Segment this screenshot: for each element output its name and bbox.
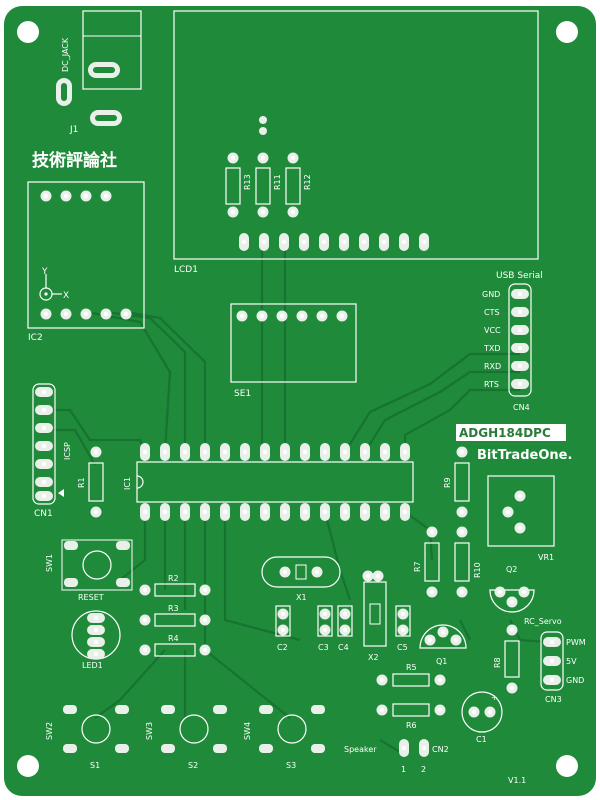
- usb-serial-header: USB Serial GND CTS VCC TXD RXD RTS CN4: [482, 271, 543, 412]
- usb-pin-rxd: RXD: [484, 362, 501, 371]
- q1-transistor: Q1: [419, 624, 467, 666]
- r7-label: R7: [413, 561, 422, 572]
- ic1-label: IC1: [123, 477, 132, 490]
- s1-label: S1: [90, 761, 100, 770]
- r5-label: R5: [406, 663, 417, 672]
- vr1-potentiometer: VR1: [487, 475, 555, 562]
- sw2-switch: SW2 S1: [45, 705, 129, 770]
- brand-name: BitTradeOne.: [477, 448, 572, 463]
- j1-label: J1: [69, 125, 78, 135]
- icsp-label: ICSP: [63, 442, 72, 460]
- cn2-label: CN2: [432, 745, 449, 754]
- r12-label: R12: [303, 174, 312, 190]
- r5-r6-resistors: R5 R6: [376, 663, 446, 730]
- speaker-label: Speaker: [344, 745, 377, 754]
- dc-jack-label: DC_JACK: [61, 37, 70, 72]
- maker-name: 技術評論社: [32, 150, 117, 171]
- sw1-label: SW1: [45, 554, 54, 572]
- q2-transistor: Q2: [489, 565, 535, 613]
- board-substrate: [4, 6, 596, 796]
- servo-pin-pwm: PWM: [566, 638, 586, 647]
- axis-y-label: Y: [41, 267, 48, 277]
- s3-label: S3: [286, 761, 296, 770]
- usb-pin-cts: CTS: [484, 308, 500, 317]
- r1-label: R1: [77, 477, 86, 488]
- usb-pin-vcc: VCC: [484, 326, 501, 335]
- ic1-footprint: IC1: [123, 443, 414, 521]
- r9-resistor: R9: [443, 446, 470, 518]
- usb-pin-gnd: GND: [482, 290, 500, 299]
- c4-label: C4: [338, 643, 349, 652]
- c2-label: C2: [277, 643, 288, 652]
- sw1-reset-switch: SW1 RESET: [45, 539, 133, 602]
- r10-label: R10: [473, 562, 482, 578]
- sw3-label: SW3: [145, 722, 154, 740]
- x1-label: X1: [296, 593, 307, 602]
- r13-label: R13: [243, 174, 252, 190]
- c1-plus: +: [491, 693, 498, 702]
- version-label: V1.1: [508, 776, 526, 785]
- sw2-label: SW2: [45, 722, 54, 740]
- icsp-header: ICSP CN1: [32, 383, 72, 519]
- brand-block: ADGH184DPC BitTradeOne.: [456, 424, 572, 463]
- s2-label: S2: [188, 761, 198, 770]
- servo-pin-5v: 5V: [566, 657, 577, 666]
- se1-label: SE1: [234, 389, 251, 399]
- se1-footprint: SE1: [230, 303, 357, 399]
- r7-r10-resistors: R7 R10: [413, 526, 482, 598]
- c5-label: C5: [397, 643, 408, 652]
- cn4-label: CN4: [513, 403, 530, 412]
- c3-label: C3: [318, 643, 329, 652]
- c1-label: C1: [476, 735, 487, 744]
- speaker-pin-1: 1: [401, 765, 406, 774]
- r1-resistor: R1: [77, 446, 104, 518]
- speaker-pin-2: 2: [421, 765, 426, 774]
- axis-x-label: X: [63, 291, 69, 301]
- lcd1-label: LCD1: [174, 265, 198, 275]
- x2-label: X2: [368, 653, 379, 662]
- q1-label: Q1: [436, 657, 447, 666]
- r6-label: R6: [406, 721, 417, 730]
- x2-resonator: X2: [362, 570, 387, 662]
- dc-jack-footprint: DC_JACK J1: [56, 10, 142, 135]
- led1: LED1: [71, 610, 121, 670]
- q2-label: Q2: [506, 565, 517, 574]
- cn1-label: CN1: [34, 509, 53, 519]
- r4-label: R4: [168, 634, 179, 643]
- ic2-footprint: Y X IC2: [27, 181, 145, 343]
- mounting-holes: [17, 21, 578, 777]
- usb-pin-txd: TXD: [483, 344, 501, 353]
- sw3-switch: SW3 S2: [145, 705, 227, 770]
- led1-label: LED1: [82, 661, 103, 670]
- sw4-switch: SW4 S3: [243, 705, 325, 770]
- r8-resistor: R8: [493, 624, 520, 694]
- usb-serial-label: USB Serial: [496, 271, 543, 281]
- rc-servo-header: RC_Servo PWM 5V GND CN3: [524, 617, 586, 704]
- reset-label: RESET: [78, 593, 104, 602]
- ic2-label: IC2: [28, 333, 43, 343]
- x1-crystal: X1: [261, 556, 341, 602]
- model-number: ADGH184DPC: [459, 426, 551, 440]
- rc-servo-label: RC_Servo: [524, 617, 562, 626]
- r9-label: R9: [443, 477, 452, 488]
- speaker-header: Speaker CN2 1 2: [344, 739, 449, 774]
- usb-pin-rts: RTS: [484, 380, 499, 389]
- r8-label: R8: [493, 657, 502, 668]
- capacitors: C2 C3 C4 C5: [275, 605, 411, 652]
- resistors-r11-r13: R13 R11 R12: [225, 152, 312, 218]
- c1-capacitor: + C1: [461, 691, 503, 744]
- r2-label: R2: [168, 574, 179, 583]
- lcd1-footprint: LCD1: [173, 10, 539, 275]
- r11-label: R11: [273, 174, 282, 190]
- vr1-label: VR1: [538, 553, 554, 562]
- cn3-label: CN3: [545, 695, 562, 704]
- sw4-label: SW4: [243, 722, 252, 740]
- r3-label: R3: [168, 604, 179, 613]
- r2-r4-resistors: R2 R3 R4: [139, 574, 211, 657]
- servo-pin-gnd: GND: [566, 676, 584, 685]
